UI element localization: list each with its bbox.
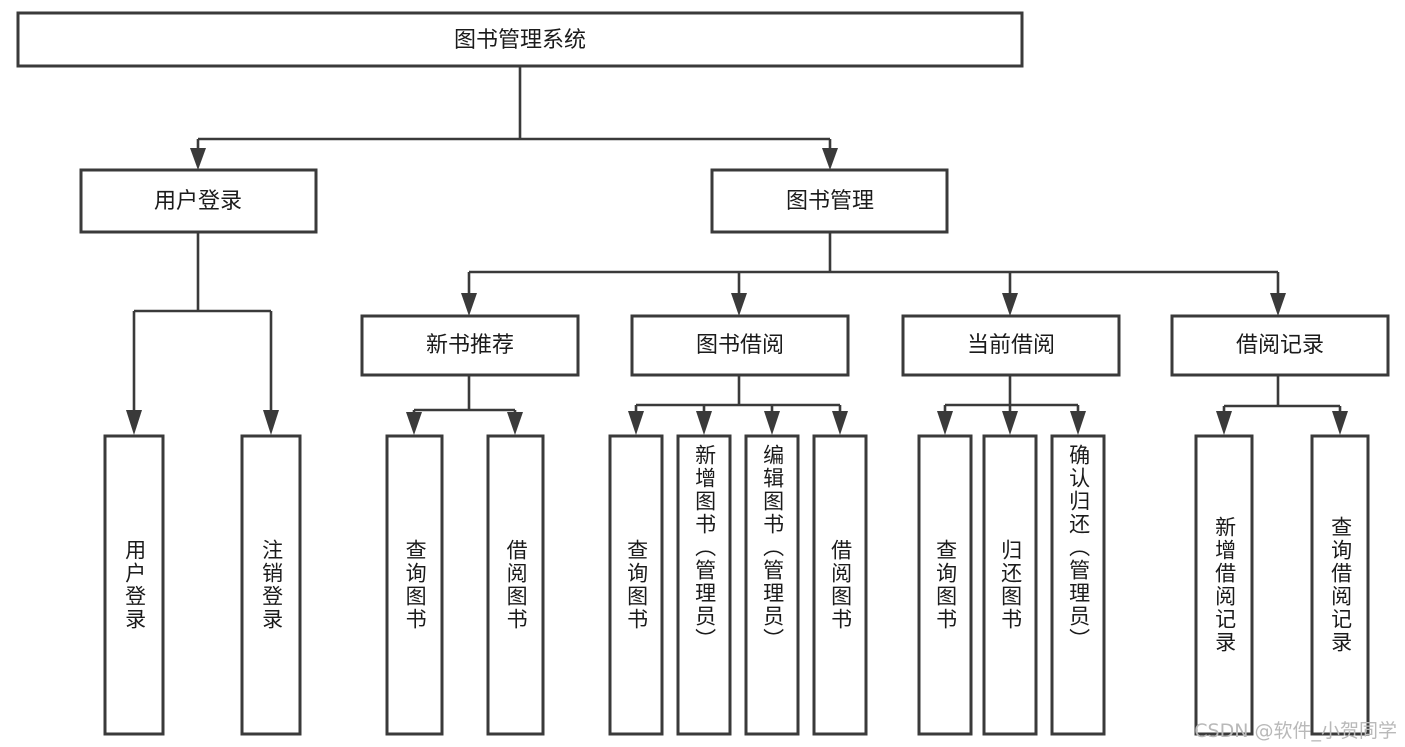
leaf-box-query-borrow-record[interactable]: [1310, 434, 1370, 736]
arrowhead-borrow-leaf-3: [764, 411, 780, 435]
leaf-box-add-book[interactable]: [676, 434, 732, 736]
leaf-box-confirm-return[interactable]: [1050, 434, 1106, 736]
node-borrow-record-label: 借阅记录: [1236, 333, 1324, 358]
arrowhead-record-leaf-1: [1216, 411, 1232, 435]
leaf-box-add-borrow-record[interactable]: [1194, 434, 1254, 736]
node-root[interactable]: [16, 11, 1024, 68]
leaf-box-borrow-book-2[interactable]: [812, 434, 868, 736]
leaf-box-edit-book[interactable]: [744, 434, 800, 736]
arrowhead-record-leaf-2: [1332, 411, 1348, 435]
arrowhead-current: [1002, 293, 1018, 316]
arrowhead-borrow-leaf-2: [696, 411, 712, 435]
arrowhead-newbook-leaf-2: [507, 412, 523, 435]
arrowhead-leaf-user-login: [126, 410, 142, 435]
arrowhead-borrow-leaf-4: [832, 411, 848, 435]
leaf-box-user-login[interactable]: [103, 434, 165, 736]
node-current-borrow-label: 当前借阅: [967, 333, 1055, 358]
arrowhead-newbook-leaf-1: [406, 412, 422, 435]
node-book-borrow-label: 图书借阅: [696, 333, 784, 358]
node-borrow-record[interactable]: [1170, 314, 1390, 377]
leaf-box-logout[interactable]: [240, 434, 302, 736]
arrowhead-newbook: [461, 293, 477, 316]
node-user-login[interactable]: [79, 168, 318, 234]
arrowhead-book-manage: [822, 148, 838, 170]
leaf-box-query-book-2[interactable]: [608, 434, 664, 736]
leaf-box-return-book[interactable]: [982, 434, 1038, 736]
arrowhead-current-leaf-3: [1070, 411, 1086, 435]
leaf-box-borrow-book-1[interactable]: [486, 434, 545, 736]
arrowhead-leaf-logout: [263, 410, 279, 435]
node-new-book-recommend[interactable]: [360, 314, 580, 377]
node-book-borrow[interactable]: [630, 314, 850, 377]
arrowhead-record: [1270, 293, 1286, 316]
leaf-box-query-book-1[interactable]: [385, 434, 444, 736]
node-book-manage-label: 图书管理: [786, 189, 874, 214]
node-group: 图书管理系统 用户登录 图书管理 新书推荐 图书借阅 当前借阅 借阅记录: [16, 11, 1390, 377]
arrowhead-current-leaf-2: [1002, 411, 1018, 435]
arrowhead-borrow-leaf-1: [628, 411, 644, 435]
leaf-box-query-book-3[interactable]: [917, 434, 973, 736]
arrowhead-user-login: [190, 148, 206, 170]
arrowhead-current-leaf-1: [937, 411, 953, 435]
node-root-label: 图书管理系统: [454, 28, 586, 53]
leaf-box-group: [103, 434, 1370, 736]
node-current-borrow[interactable]: [901, 314, 1121, 377]
edge-group: [126, 66, 1348, 435]
node-new-book-recommend-label: 新书推荐: [426, 333, 514, 358]
arrowhead-borrow: [731, 293, 747, 316]
node-book-manage[interactable]: [710, 168, 949, 234]
node-user-login-label: 用户登录: [154, 189, 242, 214]
